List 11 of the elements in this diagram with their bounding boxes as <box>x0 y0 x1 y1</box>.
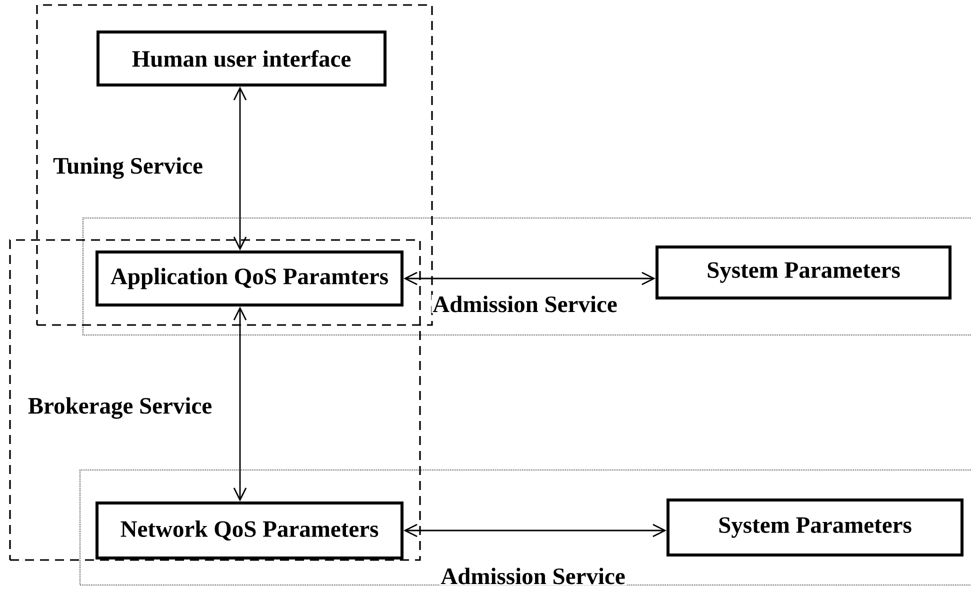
process-box: Application QoS Paramters <box>96 250 404 306</box>
edge-label: Admission Service <box>432 294 618 314</box>
process-box: Human user interface <box>96 30 386 86</box>
edge-label: Admission Service <box>440 566 626 586</box>
process-box: System Parameters <box>656 246 952 300</box>
process-box: Network QoS Parameters <box>96 502 404 560</box>
process-box: System Parameters <box>666 498 964 556</box>
arrow <box>404 524 667 538</box>
arrow <box>233 86 247 250</box>
arrow <box>233 306 247 502</box>
arrow <box>404 272 656 286</box>
